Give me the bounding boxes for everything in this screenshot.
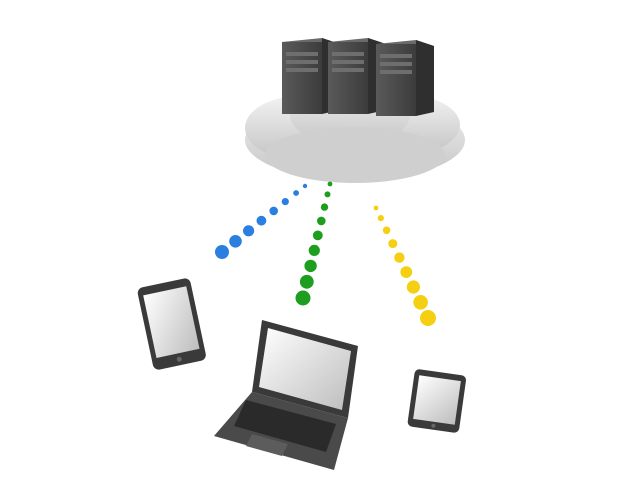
connection-dot xyxy=(382,226,391,235)
server-icon xyxy=(376,40,434,116)
connection-dot xyxy=(324,191,331,198)
connection-dot xyxy=(281,198,289,206)
connection-dot xyxy=(302,183,308,189)
connection-dot xyxy=(243,225,255,237)
connection-dot xyxy=(293,190,299,196)
connection-dot xyxy=(373,205,379,211)
connection-dot xyxy=(299,274,314,289)
connection-dot xyxy=(320,203,329,211)
connection-dot xyxy=(312,230,323,241)
connection-dot xyxy=(295,290,311,306)
connection-dot xyxy=(327,181,333,187)
server-rack-group xyxy=(282,38,434,116)
connection-dot xyxy=(317,216,326,226)
connection-dot xyxy=(420,310,436,326)
small-tablet-icon xyxy=(407,369,466,433)
connection-dot xyxy=(394,252,405,263)
connection-dot xyxy=(304,259,317,273)
connection-green xyxy=(295,181,333,306)
laptop-icon xyxy=(214,320,358,470)
connection-dot xyxy=(400,266,413,278)
connection-dot xyxy=(269,206,279,216)
connection-yellow xyxy=(373,205,436,326)
connection-dot xyxy=(308,244,320,256)
connection-dot xyxy=(377,215,384,222)
connection-dot xyxy=(406,280,420,294)
connection-dot xyxy=(215,245,229,259)
tablet-icon xyxy=(137,278,206,370)
connection-dot xyxy=(388,239,398,249)
connection-dot xyxy=(256,215,267,226)
connection-blue xyxy=(215,183,308,259)
connection-dot xyxy=(229,235,242,248)
connection-dot xyxy=(413,295,428,310)
